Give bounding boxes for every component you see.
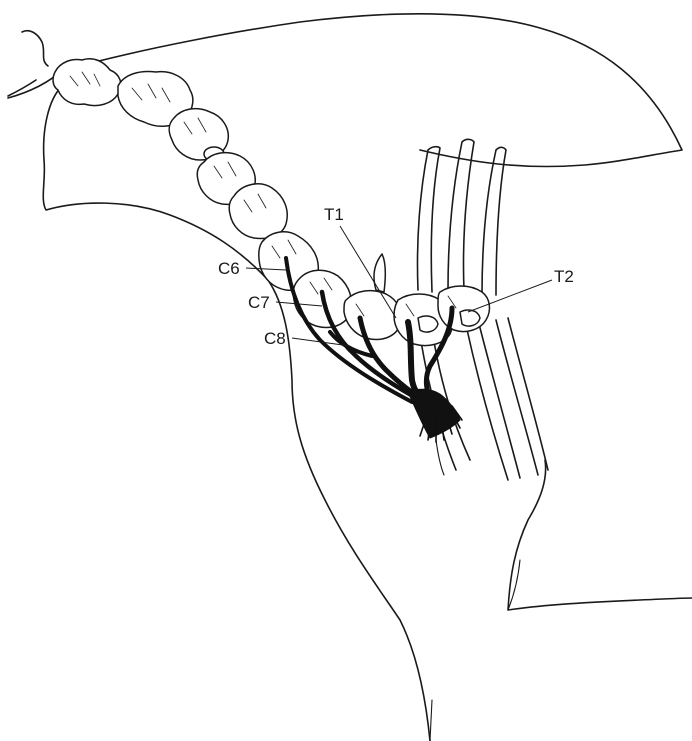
ventral-chest-line xyxy=(430,700,432,741)
label-c7: C7 xyxy=(248,293,270,312)
t2-rib-head xyxy=(418,316,438,332)
label-t1: T1 xyxy=(324,205,344,224)
vertebra-t1 xyxy=(344,291,401,340)
t3-rib-head xyxy=(460,310,480,326)
t1-spinous-process xyxy=(374,254,385,292)
label-t2: T2 xyxy=(554,267,574,286)
head-fragment xyxy=(8,31,48,96)
rib-shaft-3 xyxy=(496,318,548,475)
rib-fragment xyxy=(436,440,444,475)
vertebra-c5 xyxy=(229,184,287,239)
forelimb-caudal-outline xyxy=(508,460,692,610)
rib-1 xyxy=(417,147,440,292)
cervical-vertebrae xyxy=(53,59,351,328)
rib-shaft-2 xyxy=(466,320,520,480)
rib-3 xyxy=(482,147,506,295)
vertebra-atlas xyxy=(53,59,121,106)
label-c8: C8 xyxy=(264,329,286,348)
label-c6: C6 xyxy=(218,259,240,278)
body-outline xyxy=(8,14,692,741)
rib-2 xyxy=(448,139,474,290)
